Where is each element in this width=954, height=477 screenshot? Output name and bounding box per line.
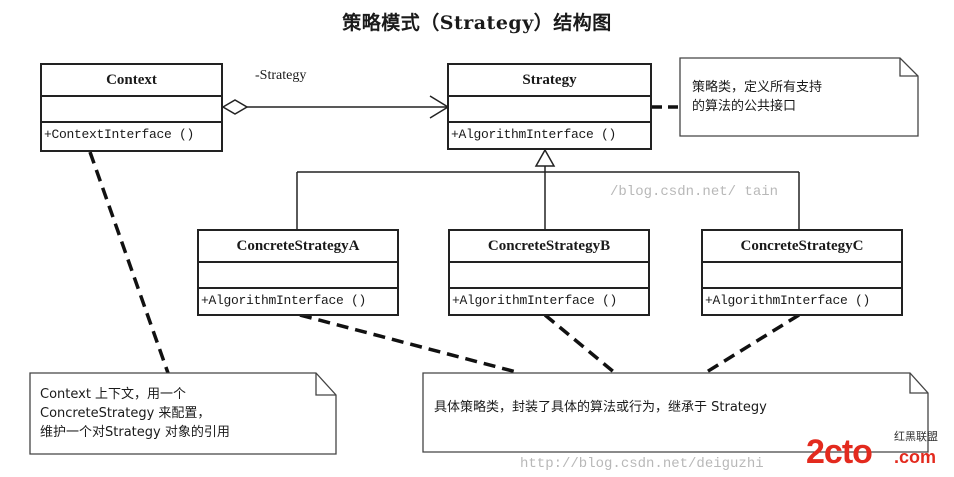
note-anchor-context — [88, 151, 170, 374]
note-line: Context 上下文，用一个 — [40, 387, 187, 402]
class-operation: +AlgorithmInterface () — [705, 293, 871, 308]
logo-com-text: .com — [894, 447, 937, 467]
note-anchor-concrete-c — [704, 313, 800, 375]
class-attributes — [199, 263, 397, 289]
diagram-title: 策略模式（Strategy）结构图 — [342, 12, 612, 34]
class-attributes — [450, 263, 648, 289]
class-strategy[interactable]: Strategy +AlgorithmInterface () — [447, 63, 652, 150]
association-label: -Strategy — [255, 68, 307, 83]
inheritance-triangle-icon — [534, 148, 556, 167]
note-line: 具体策略类，封装了具体的算法或行为，继承于 Strategy — [434, 400, 767, 415]
note-concrete: 具体策略类，封装了具体的算法或行为，继承于 Strategy — [434, 398, 767, 417]
class-attributes — [703, 263, 901, 289]
class-attributes — [42, 97, 221, 123]
class-operation: +AlgorithmInterface () — [452, 293, 618, 308]
class-concrete-strategy-c[interactable]: ConcreteStrategyC +AlgorithmInterface () — [701, 229, 903, 316]
note-strategy: 策略类，定义所有支持 的算法的公共接口 — [692, 78, 822, 116]
logo-main-text: 2cto — [806, 433, 873, 471]
watermark-middle: /blog.csdn.net/ tain — [610, 184, 779, 200]
note-line: ConcreteStrategy 来配置， — [40, 406, 211, 421]
note-shape-context — [29, 372, 337, 455]
class-operation: +AlgorithmInterface () — [451, 127, 617, 142]
note-line: 策略类，定义所有支持 — [692, 80, 823, 95]
note-fold-concrete — [909, 373, 928, 394]
class-concrete-strategy-a[interactable]: ConcreteStrategyA +AlgorithmInterface () — [197, 229, 399, 316]
site-logo: 2cto 红黑联盟 .com — [806, 430, 954, 474]
class-attributes — [449, 97, 650, 123]
note-shape-concrete — [422, 372, 929, 453]
class-name: ConcreteStrategyA — [199, 231, 397, 263]
note-fold-context — [315, 373, 336, 396]
note-line: 维护一个对Strategy 对象的引用 — [40, 425, 230, 440]
class-name: ConcreteStrategyC — [703, 231, 901, 263]
class-operation: +ContextInterface () — [44, 127, 195, 142]
class-name: ConcreteStrategyB — [450, 231, 648, 263]
logo-cn-text: 红黑联盟 — [894, 430, 938, 443]
watermark-bottom: http://blog.csdn.net/deiguzhi — [520, 456, 764, 472]
class-context[interactable]: Context +ContextInterface () — [40, 63, 223, 152]
note-context: Context 上下文，用一个 ConcreteStrategy 来配置， 维护… — [40, 385, 230, 442]
note-anchor-concrete-b — [543, 313, 617, 375]
class-concrete-strategy-b[interactable]: ConcreteStrategyB +AlgorithmInterface () — [448, 229, 650, 316]
class-name: Context — [42, 65, 221, 97]
note-fold-strategy — [899, 58, 918, 77]
note-line: 的算法的公共接口 — [692, 99, 797, 114]
note-shape-strategy — [679, 57, 919, 137]
class-name: Strategy — [449, 65, 650, 97]
aggregation-diamond-icon — [221, 99, 249, 115]
note-anchor-concrete-a — [299, 313, 521, 375]
class-operation: +AlgorithmInterface () — [201, 293, 367, 308]
